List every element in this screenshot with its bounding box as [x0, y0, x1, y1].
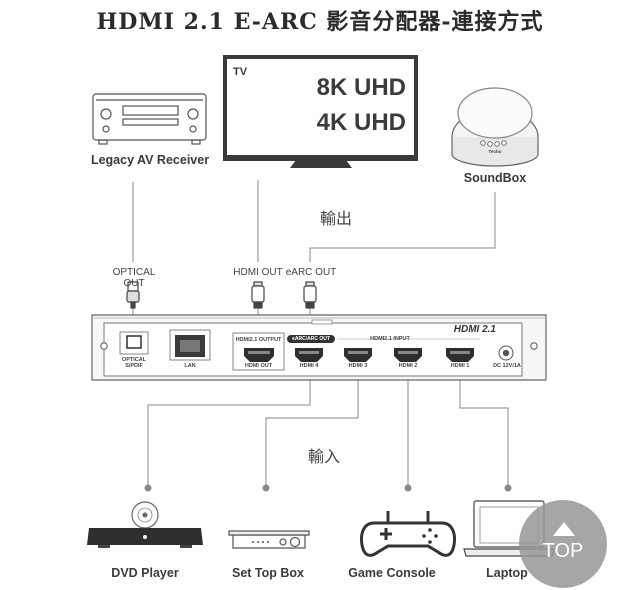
panel-brand: HDMI 2.1 — [453, 324, 496, 335]
panel-optical-label: OPTICAL S/PDIF — [121, 357, 147, 369]
dot-dvd — [144, 484, 152, 492]
panel-hdmi3-label: HDMI 3 — [348, 363, 368, 369]
dvd-player-label: DVD Player — [111, 566, 179, 580]
optical-plug-icon — [126, 281, 140, 309]
laptop-line — [459, 372, 509, 486]
receiver-label: Legacy AV Receiver — [90, 153, 210, 167]
set-top-box-label: Set Top Box — [232, 566, 304, 580]
dot-laptop — [504, 484, 512, 492]
panel-hdmi2-label: HDMI 2 — [398, 363, 418, 369]
av-receiver-icon — [92, 93, 207, 145]
back-to-top-label: TOP — [542, 540, 584, 562]
panel-earc-badge: eARC/ARC OUT — [292, 336, 330, 342]
panel-output-group-label: HDMI2.1 OUTPUT — [235, 337, 282, 343]
tv-icon — [223, 55, 418, 168]
panel-hdmi1-label: HDMI 1 — [450, 363, 470, 369]
stb-line — [265, 372, 359, 486]
dot-stb — [262, 484, 270, 492]
input-label: 輸入 — [308, 449, 341, 466]
earc-out-label: eARC OUT — [285, 267, 337, 278]
dot-game — [404, 484, 412, 492]
panel-hdmi4-label: HDMI 4 — [299, 363, 319, 369]
soundbox-brand: Techo — [488, 149, 502, 154]
game-console-icon — [360, 511, 456, 557]
soundbox-label: SoundBox — [463, 171, 527, 185]
connection-dots — [144, 484, 512, 492]
back-to-top-button[interactable]: TOP — [519, 500, 607, 588]
laptop-label: Laptop — [486, 566, 528, 580]
page-title: HDMI 2.1 E-ARC 影音分配器-連接方式 — [96, 9, 544, 35]
panel-input-group-label: HDMI2.1 INPUT — [370, 336, 410, 342]
output-label: 輸出 — [320, 211, 353, 228]
panel-lan-label: LAN — [184, 363, 196, 369]
set-top-box-icon — [228, 530, 310, 549]
earc-plug-icon — [303, 281, 317, 309]
panel-hdmi-out-label: HDMI OUT — [244, 363, 273, 369]
game-console-label: Game Console — [348, 566, 436, 580]
hdmi-plug-icon — [251, 281, 265, 309]
soundbox-icon — [451, 87, 539, 167]
tv-4k-uhd: 4K UHD — [316, 109, 406, 136]
tv-label: TV — [233, 66, 248, 78]
connection-lines — [132, 180, 509, 486]
panel-dc-label: DC 12V/1A — [493, 363, 521, 369]
splitter-panel — [91, 314, 547, 381]
soundbox-line — [309, 192, 496, 262]
hdmi-out-label: HDMI OUT — [233, 267, 283, 278]
tv-8k-uhd: 8K UHD — [316, 74, 406, 101]
arrow-up-icon — [553, 522, 575, 536]
dvd-line — [147, 372, 311, 486]
optical-out-label: OPTICAL OUT — [112, 267, 156, 289]
dvd-player-icon — [87, 501, 203, 548]
